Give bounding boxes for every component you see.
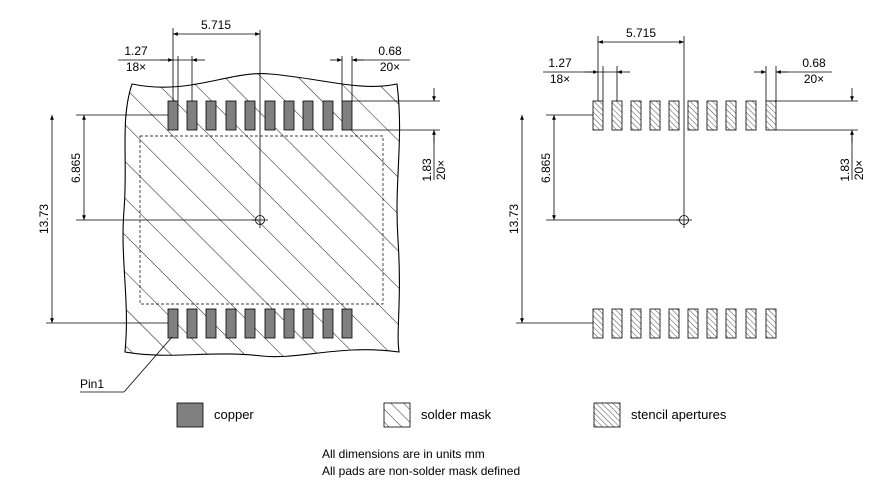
dim-pad-width: 0.68 20× [330,44,410,101]
dim-pad-length-count: 20× [852,160,866,180]
center-mark [676,36,692,228]
dim-pad-width: 0.68 20× [754,56,832,101]
bottom-pad-row [167,308,353,339]
pad [244,100,256,131]
dim-pad-width-label: 0.68 [378,44,402,58]
pad [302,100,314,131]
legend-solder-mask-label: solder mask [421,407,492,422]
dim-pad-width-count: 20× [804,72,824,86]
dim-half-span-label: 6.865 [69,153,83,183]
note-units: All dimensions are in units mm [322,447,485,461]
dim-half-span-label: 6.865 [539,153,553,183]
dim-pad-length: 1.83 20× [776,88,866,182]
pad [322,100,334,131]
stencil-aperture [592,308,604,339]
pad [283,308,295,339]
pad [167,308,179,339]
solder-mask-region [122,73,401,358]
dim-half-span: 6.865 [539,114,680,221]
dim-full-span: 13.73 [507,115,593,324]
dim-pitch-label: 1.27 [124,44,148,58]
stencil-aperture [706,308,718,339]
stencil-aperture [611,100,623,131]
top-pad-row [167,100,353,131]
stencil-aperture [706,100,718,131]
dim-center-pitch-label: 5.715 [626,26,656,40]
solder-mask-swatch [383,402,411,428]
copper-swatch [176,402,204,428]
dim-pad-length-count: 20× [434,160,448,180]
pad [186,308,198,339]
dim-half-span: 6.865 [69,114,256,221]
right-view: 5.715 1.27 18× 0.68 20× [507,26,866,339]
dim-pitch-count: 18× [126,60,146,74]
dim-pad-length-label: 1.83 [838,158,852,182]
pin1-label: Pin1 [80,377,104,391]
stencil-aperture [592,100,604,131]
stencil-aperture [630,100,642,131]
dim-full-span-label: 13.73 [37,204,51,234]
dim-pad-length-label: 1.83 [420,158,434,182]
stencil-aperture [765,100,777,131]
bottom-stencil-row [592,308,777,339]
dim-center-pitch: 5.715 [172,18,260,101]
stencil-swatch [593,402,621,428]
notes: All dimensions are in units mm All pads … [322,447,520,478]
stencil-aperture [668,308,680,339]
pad [225,100,237,131]
dim-center-pitch: 5.715 [597,26,684,101]
stencil-aperture [668,100,680,131]
top-stencil-row [592,100,777,131]
stencil-aperture [649,308,661,339]
dim-pitch: 1.27 18× [543,56,630,101]
pin1-callout: Pin1 [80,336,173,393]
pad [244,308,256,339]
note-pads: All pads are non-solder mask defined [322,464,520,478]
stencil-aperture [725,308,737,339]
pad [341,100,353,131]
pad [264,100,276,131]
stencil-aperture [687,100,699,131]
stencil-aperture [745,100,757,131]
pad [167,100,179,131]
left-view: 5.715 1.27 18× 0.68 20× [37,18,448,393]
pad [341,308,353,339]
pad [264,308,276,339]
dim-center-pitch-label: 5.715 [201,18,231,32]
dim-pitch: 1.27 18× [118,44,205,101]
pad [186,100,198,131]
dim-pad-width-label: 0.68 [802,56,826,70]
stencil-aperture [687,308,699,339]
dim-pad-length: 1.83 20× [352,88,448,182]
legend: copper solder mask stencil apertures [176,402,727,428]
pad [205,100,217,131]
stencil-aperture [630,308,642,339]
dim-full-span-label: 13.73 [507,204,521,234]
dim-pad-width-count: 20× [380,60,400,74]
legend-stencil-label: stencil apertures [631,407,727,422]
pad [322,308,334,339]
stencil-aperture [611,308,623,339]
pad [205,308,217,339]
dim-full-span: 13.73 [37,115,168,324]
stencil-aperture [649,100,661,131]
stencil-aperture [745,308,757,339]
pad [225,308,237,339]
dim-pitch-label: 1.27 [548,56,572,70]
pad [283,100,295,131]
legend-copper-label: copper [214,407,254,422]
stencil-aperture [725,100,737,131]
pad [302,308,314,339]
stencil-aperture [765,308,777,339]
dim-pitch-count: 18× [550,72,570,86]
